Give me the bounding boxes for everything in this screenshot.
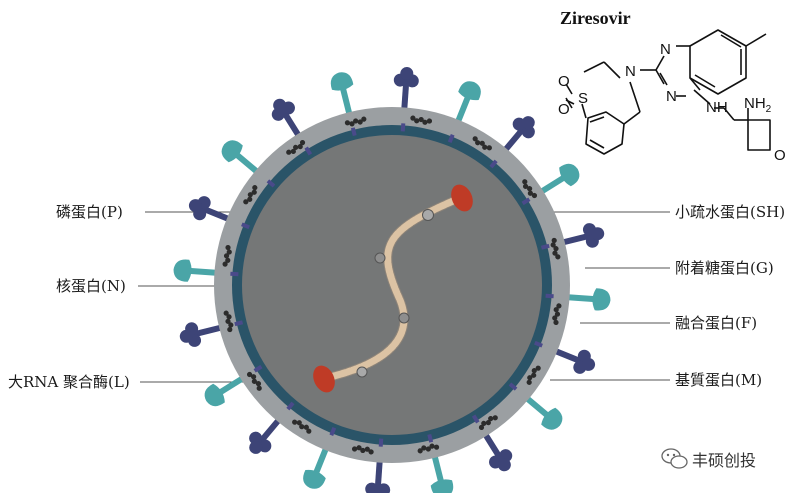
atom-n-pyr1: N — [660, 41, 671, 58]
matrix-protein — [222, 244, 232, 267]
matrix-protein — [478, 415, 498, 431]
surface-proteins — [173, 67, 611, 493]
glycoprotein-spike — [557, 223, 605, 248]
fusion-protein-spike — [430, 450, 454, 493]
membrane-marker — [447, 134, 455, 143]
matrix-protein — [292, 419, 312, 434]
polymerase-bottom — [313, 365, 335, 393]
phosphoprotein-dot — [374, 252, 386, 264]
matrix-protein — [417, 443, 440, 454]
glycoprotein-spike — [271, 98, 304, 142]
matrix-protein — [522, 179, 538, 199]
molecule-title: Ziresovir — [560, 8, 631, 28]
membrane-marker — [304, 146, 313, 156]
matrix-protein — [344, 116, 367, 127]
glycoprotein-spike — [549, 346, 596, 374]
wechat-icon — [661, 448, 688, 469]
glycoprotein-spike — [365, 455, 391, 493]
label-fusion: 融合蛋白(F) — [675, 314, 757, 332]
fusion-protein-spike — [330, 72, 354, 120]
label-nucleoprotein: 核蛋白(N) — [56, 277, 126, 295]
atom-o-oxetane: O — [774, 147, 786, 164]
label-phosphoprotein: 磷蛋白(P) — [56, 203, 123, 221]
membrane-marker — [540, 243, 550, 250]
atom-s: S — [578, 90, 588, 107]
matrix-protein — [526, 365, 541, 385]
membrane-markers — [230, 123, 554, 447]
ziresovir-structure — [565, 29, 771, 155]
label-glycoprotein: 附着糖蛋白(G) — [675, 259, 774, 277]
glycoprotein-spike — [480, 428, 513, 472]
membrane-marker — [378, 438, 384, 447]
glycoprotein-spike — [188, 196, 235, 224]
membrane-marker — [427, 433, 434, 443]
membrane-marker — [521, 197, 531, 206]
fusion-protein-spike — [535, 163, 580, 197]
membrane-marker — [471, 414, 480, 424]
membrane-marker — [253, 364, 263, 373]
matrix-protein — [286, 139, 306, 155]
membrane-marker — [534, 340, 543, 348]
matrix-protein — [550, 237, 561, 260]
matrix-protein — [552, 303, 562, 326]
membrane-marker — [350, 127, 357, 137]
glycoprotein-spike — [499, 116, 535, 156]
matrix-proteins — [222, 115, 562, 455]
atom-n-ring: N — [625, 63, 636, 80]
atom-nh2: NH2 — [744, 95, 772, 115]
phosphoprotein-dot — [398, 312, 410, 324]
watermark-text: 丰硕创投 — [692, 451, 756, 470]
fusion-protein-spike — [521, 392, 563, 430]
membrane-marker — [234, 320, 244, 327]
label-small-hydrophobic: 小疏水蛋白(SH) — [675, 203, 785, 221]
virus — [173, 67, 611, 493]
fusion-protein-spike — [221, 140, 263, 178]
fusion-protein-spike — [562, 288, 611, 311]
phosphoprotein-dot — [422, 209, 434, 221]
glycoprotein-spike — [249, 414, 285, 454]
matrix-protein — [351, 445, 374, 455]
membrane-marker — [489, 159, 498, 169]
fusion-protein-spike — [173, 259, 222, 282]
atom-o1: O — [558, 73, 570, 90]
fusion-protein-spike — [303, 442, 331, 489]
membrane-marker — [241, 222, 250, 230]
membrane-marker — [329, 427, 337, 436]
label-polymerase: 大RNA 聚合酶(L) — [8, 373, 130, 391]
membrane-marker — [545, 293, 554, 299]
polymerase-top — [451, 184, 473, 212]
matrix-protein — [472, 136, 492, 151]
atom-o2: O — [558, 101, 570, 118]
matrix-protein — [243, 185, 258, 205]
phosphoprotein-dot — [356, 366, 368, 378]
glycoprotein-spike — [179, 322, 227, 347]
matrix-protein — [246, 371, 262, 391]
membrane-marker — [286, 401, 295, 411]
matrix-protein — [223, 310, 234, 333]
membrane-marker — [400, 123, 406, 132]
label-matrix: 基質蛋白(M) — [675, 371, 762, 389]
matrix-protein — [410, 115, 433, 125]
glycoprotein-spike — [393, 67, 419, 115]
membrane-marker — [266, 179, 276, 188]
fusion-protein-spike — [204, 373, 249, 407]
fusion-protein-spike — [453, 81, 481, 128]
atom-n-pyr2: N — [666, 88, 677, 105]
membrane-marker — [508, 382, 518, 391]
membrane-marker — [230, 271, 239, 277]
atom-nh: NH — [706, 99, 728, 116]
